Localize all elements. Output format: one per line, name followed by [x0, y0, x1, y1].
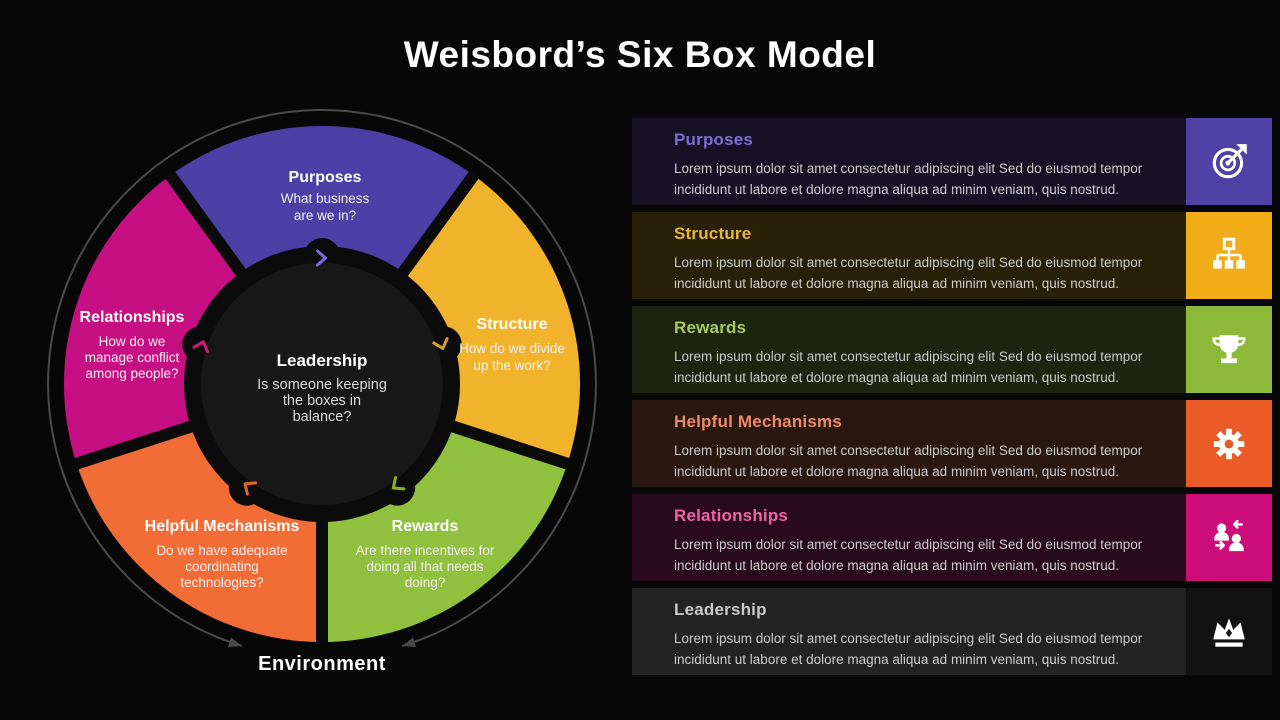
svg-text:coordinating: coordinating	[185, 559, 259, 574]
list-item-title: Relationships	[674, 506, 789, 525]
icon-tile	[1186, 494, 1272, 581]
target-icon	[1212, 143, 1247, 178]
svg-text:Structure: Structure	[476, 316, 547, 333]
chevron-relationships-icon	[192, 340, 209, 354]
list-item-body: Lorem ipsum dolor sit amet consectetur a…	[674, 349, 1143, 385]
page-title: Weisbord’s Six Box Model	[403, 34, 877, 75]
six-box-wheel-diagram: Purposes What business are we in? Struct…	[47, 109, 597, 675]
segment-relationships-label: Relationships How do we manage conflict …	[80, 309, 185, 381]
people-exchange-icon	[1214, 519, 1244, 551]
trophy-icon	[1212, 334, 1246, 363]
list-item-title: Purposes	[674, 130, 754, 149]
svg-text:Helpful Mechanisms: Helpful Mechanisms	[145, 518, 300, 535]
list-item-purposes: Purposes Lorem ipsum dolor sit amet cons…	[632, 118, 1272, 205]
chevron-structure-icon	[432, 337, 449, 350]
environment-label: Environment	[258, 653, 386, 675]
list-item-body: Lorem ipsum dolor sit amet consectetur a…	[674, 161, 1143, 197]
list-item-title: Helpful Mechanisms	[674, 412, 842, 431]
chevron-purposes-icon	[316, 249, 327, 267]
list-item-rewards: Rewards Lorem ipsum dolor sit amet conse…	[632, 306, 1272, 393]
list-item-body: Lorem ipsum dolor sit amet consectetur a…	[674, 537, 1143, 573]
svg-text:technologies?: technologies?	[180, 575, 263, 590]
org-chart-icon	[1213, 237, 1245, 269]
list-item-body: Lorem ipsum dolor sit amet consectetur a…	[674, 255, 1143, 291]
center-leadership-label: Leadership Is someone keeping the boxes …	[257, 351, 387, 425]
svg-text:up the work?: up the work?	[473, 358, 550, 373]
environment-arrowheads	[228, 637, 416, 647]
svg-text:Rewards: Rewards	[392, 518, 459, 535]
list-item-leadership: Leadership Lorem ipsum dolor sit amet co…	[632, 588, 1272, 675]
list-item-structure: Structure Lorem ipsum dolor sit amet con…	[632, 212, 1272, 299]
list-item-relationships: Relationships Lorem ipsum dolor sit amet…	[632, 494, 1272, 581]
list-item-helpful-mechanisms: Helpful Mechanisms Lorem ipsum dolor sit…	[632, 400, 1272, 487]
svg-text:Purposes: Purposes	[289, 169, 362, 186]
svg-text:How do we divide: How do we divide	[459, 341, 565, 356]
svg-text:How do we: How do we	[99, 334, 166, 349]
svg-text:among people?: among people?	[85, 366, 178, 381]
svg-text:Do we have adequate: Do we have adequate	[156, 543, 287, 558]
segment-structure-label: Structure How do we divide up the work?	[459, 316, 565, 373]
icon-tile	[1186, 212, 1272, 299]
svg-text:Leadership: Leadership	[277, 351, 368, 370]
svg-text:manage conflict: manage conflict	[85, 350, 180, 365]
svg-text:doing?: doing?	[405, 575, 446, 590]
svg-text:What business: What business	[281, 191, 370, 206]
center-circle	[201, 263, 443, 505]
chevron-helpful-mechanisms-icon	[243, 481, 258, 496]
crown-icon	[1213, 617, 1245, 647]
list-item-title: Structure	[674, 224, 752, 243]
detail-list: Purposes Lorem ipsum dolor sit amet cons…	[632, 118, 1272, 675]
list-item-title: Rewards	[674, 318, 747, 337]
segment-rewards-label: Rewards Are there incentives for doing a…	[356, 518, 495, 590]
icon-tile	[1186, 588, 1272, 675]
segment-helpful-mechanisms-label: Helpful Mechanisms Do we have adequate c…	[145, 518, 300, 590]
chevron-rewards-icon	[391, 476, 406, 491]
list-item-body: Lorem ipsum dolor sit amet consectetur a…	[674, 443, 1143, 479]
gear-icon	[1213, 428, 1245, 459]
icon-tile	[1186, 400, 1272, 487]
environment-ring	[47, 109, 597, 647]
segment-purposes-label: Purposes What business are we in?	[281, 169, 370, 223]
svg-text:are we in?: are we in?	[294, 208, 356, 223]
svg-text:Relationships: Relationships	[80, 309, 185, 326]
svg-text:the boxes in: the boxes in	[283, 393, 361, 409]
hub-chevrons	[192, 249, 449, 496]
svg-text:doing all that needs: doing all that needs	[366, 559, 483, 574]
list-item-body: Lorem ipsum dolor sit amet consectetur a…	[674, 631, 1143, 667]
svg-text:balance?: balance?	[293, 409, 352, 425]
svg-text:Is someone keeping: Is someone keeping	[257, 377, 387, 393]
icon-tile	[1186, 118, 1272, 205]
icon-tile	[1186, 306, 1272, 393]
list-item-title: Leadership	[674, 600, 767, 619]
svg-text:Are there incentives for: Are there incentives for	[356, 543, 495, 558]
